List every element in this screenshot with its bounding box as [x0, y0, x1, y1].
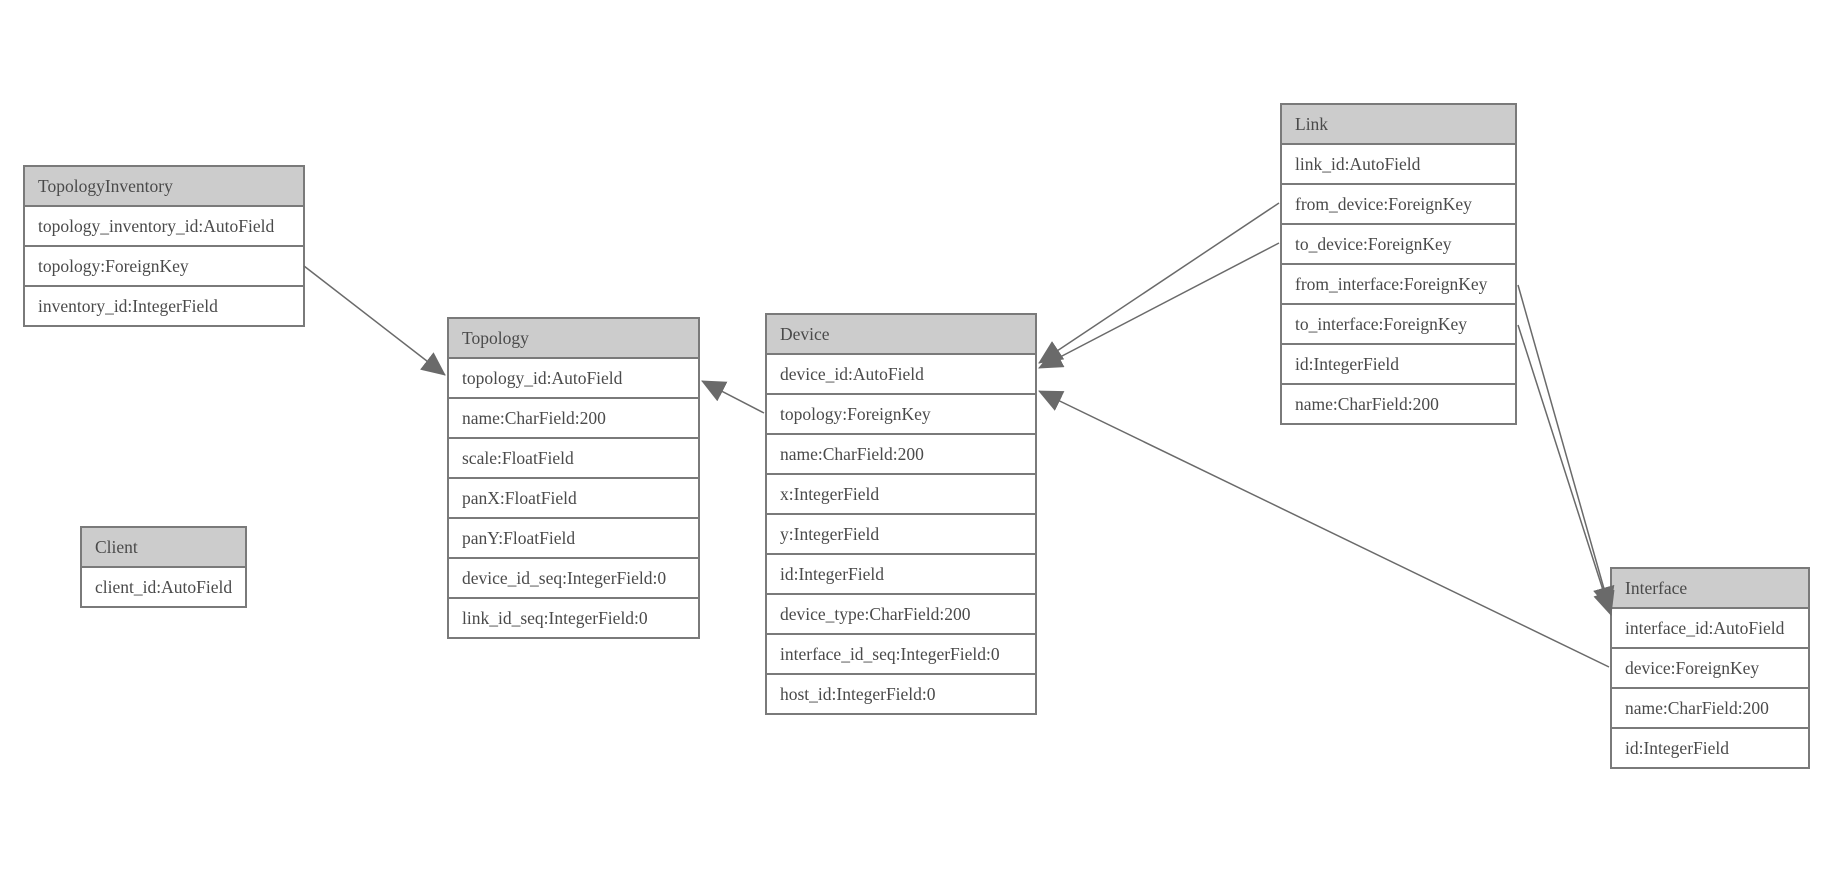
- edge-topologyinventory-topology: [303, 265, 446, 376]
- entity-title: Client: [82, 528, 245, 566]
- field-row: x:IntegerField: [767, 473, 1035, 513]
- field-row: id:IntegerField: [1612, 727, 1808, 767]
- field-row: name:CharField:200: [767, 433, 1035, 473]
- entity-title: Link: [1282, 105, 1515, 143]
- edge-device-topology: [701, 380, 765, 414]
- field-row: interface_id:AutoField: [1612, 607, 1808, 647]
- field-row: panX:FloatField: [449, 477, 698, 517]
- entity-title: Interface: [1612, 569, 1808, 607]
- field-row: y:IntegerField: [767, 513, 1035, 553]
- field-row: panY:FloatField: [449, 517, 698, 557]
- field-row: id:IntegerField: [767, 553, 1035, 593]
- field-row: interface_id_seq:IntegerField:0: [767, 633, 1035, 673]
- edge-link-from-interface: [1517, 284, 1615, 611]
- edge-interface-device: [1038, 390, 1610, 668]
- field-row: client_id:AutoField: [82, 566, 245, 606]
- field-row: id:IntegerField: [1282, 343, 1515, 383]
- field-row: topology_inventory_id:AutoField: [25, 205, 303, 245]
- field-row: device_id:AutoField: [767, 353, 1035, 393]
- field-row: from_interface:ForeignKey: [1282, 263, 1515, 303]
- edge-link-to-interface: [1517, 324, 1615, 616]
- field-row: inventory_id:IntegerField: [25, 285, 303, 325]
- field-row: topology:ForeignKey: [767, 393, 1035, 433]
- field-row: from_device:ForeignKey: [1282, 183, 1515, 223]
- field-row: link_id:AutoField: [1282, 143, 1515, 183]
- entity-title: Device: [767, 315, 1035, 353]
- field-row: topology:ForeignKey: [25, 245, 303, 285]
- entity-title: TopologyInventory: [25, 167, 303, 205]
- entity-title: Topology: [449, 319, 698, 357]
- field-row: link_id_seq:IntegerField:0: [449, 597, 698, 637]
- edge-link-to-device: [1038, 242, 1280, 369]
- field-row: host_id:IntegerField:0: [767, 673, 1035, 713]
- field-row: device_type:CharField:200: [767, 593, 1035, 633]
- field-row: name:CharField:200: [1282, 383, 1515, 423]
- field-row: to_device:ForeignKey: [1282, 223, 1515, 263]
- field-row: topology_id:AutoField: [449, 357, 698, 397]
- field-row: device:ForeignKey: [1612, 647, 1808, 687]
- field-row: device_id_seq:IntegerField:0: [449, 557, 698, 597]
- edge-link-from-device: [1038, 202, 1280, 364]
- field-row: to_interface:ForeignKey: [1282, 303, 1515, 343]
- field-row: name:CharField:200: [1612, 687, 1808, 727]
- field-row: scale:FloatField: [449, 437, 698, 477]
- field-row: name:CharField:200: [449, 397, 698, 437]
